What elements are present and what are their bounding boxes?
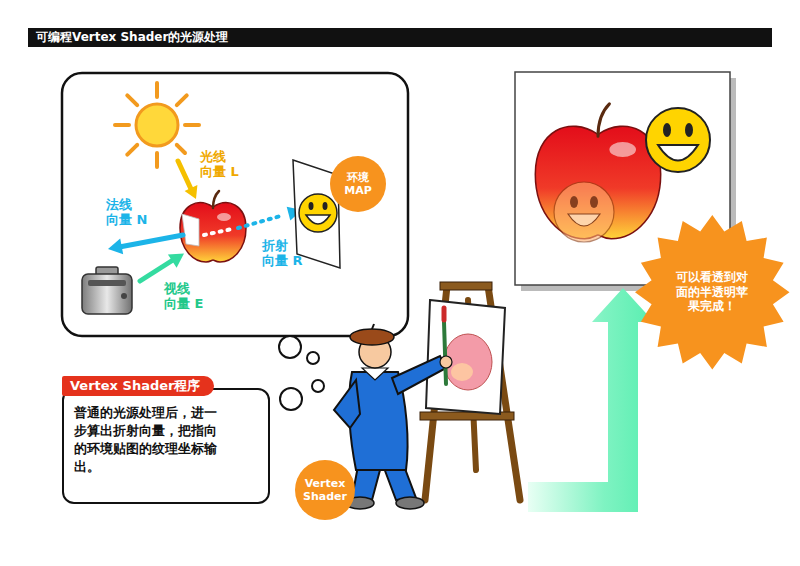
panel-heading: Vertex Shader程序 bbox=[62, 376, 214, 396]
painter-figure bbox=[350, 329, 394, 345]
text-wrap: 环境 MAP bbox=[330, 156, 386, 212]
thought-bubble bbox=[62, 73, 408, 410]
sun-icon bbox=[177, 95, 187, 105]
result-picture bbox=[685, 123, 693, 137]
vector-label: 法线 向量 N bbox=[106, 197, 148, 228]
sun-icon bbox=[136, 104, 178, 146]
thought-bubble bbox=[280, 388, 302, 410]
refraction-vector-arrow bbox=[204, 207, 302, 235]
title-text: 可编程Vertex Shader的光源处理 bbox=[36, 29, 228, 46]
environment-map-sheet bbox=[323, 202, 328, 210]
apple-icon bbox=[182, 214, 199, 246]
camera-icon bbox=[88, 280, 126, 286]
painter-figure bbox=[392, 356, 446, 394]
apple-icon bbox=[180, 203, 246, 262]
view-vector-arrow bbox=[168, 254, 184, 268]
painter-figure bbox=[440, 356, 452, 368]
normal-vector-arrow bbox=[108, 235, 183, 254]
painter-figure bbox=[396, 497, 424, 509]
environment-map-sheet bbox=[306, 215, 330, 224]
normal-vector-arrow bbox=[108, 239, 123, 255]
thought-bubble bbox=[62, 73, 408, 336]
painter-figure bbox=[384, 466, 416, 500]
easel bbox=[420, 282, 520, 500]
vector-label: 视线 向量 E bbox=[164, 281, 206, 312]
painter-figure bbox=[362, 368, 388, 380]
badge-text: 可以看透到对面的半透明苹果完成！ bbox=[675, 270, 749, 313]
vector-label: 光线 向量 L bbox=[200, 149, 242, 180]
result-picture bbox=[570, 196, 578, 208]
light-vector-arrow bbox=[178, 161, 191, 189]
badge-text: 环境 MAP bbox=[339, 171, 376, 197]
circle-fill bbox=[330, 156, 386, 212]
result-picture bbox=[554, 182, 614, 242]
result-picture bbox=[609, 142, 636, 157]
sun-icon bbox=[127, 95, 137, 105]
panel-body: 普通的光源处理后，进一步算出折射向量，把指向的环境贴图的纹理坐标输出。 bbox=[74, 404, 229, 477]
thought-bubble bbox=[279, 336, 301, 358]
environment-map-sheet bbox=[309, 202, 314, 210]
view-vector-arrow bbox=[140, 254, 184, 282]
apple-icon bbox=[217, 213, 231, 221]
apple-icon bbox=[180, 191, 246, 262]
refraction-vector-arrow bbox=[238, 215, 284, 228]
starburst-fill bbox=[635, 215, 790, 369]
camera-icon bbox=[121, 293, 127, 299]
refraction-vector-arrow bbox=[204, 229, 232, 235]
canvas-painting bbox=[451, 363, 473, 381]
camera-icon bbox=[82, 274, 132, 314]
painter-figure bbox=[334, 380, 360, 428]
result-picture bbox=[658, 145, 698, 161]
apple-icon bbox=[213, 191, 219, 208]
environment-map-sheet bbox=[299, 194, 337, 232]
text-wrap: Vertex Shader bbox=[295, 460, 355, 520]
result-picture bbox=[590, 196, 598, 208]
panel-box: 普通的光源处理后，进一步算出折射向量，把指向的环境贴图的纹理坐标输出。 bbox=[62, 388, 270, 504]
result-picture bbox=[663, 123, 671, 137]
normal-vector-arrow bbox=[122, 235, 183, 247]
vector-label: 折射 向量 R bbox=[262, 238, 304, 269]
result-picture bbox=[598, 104, 609, 136]
thought-bubble bbox=[312, 380, 324, 392]
sun-icon bbox=[115, 83, 199, 167]
light-vector-arrow bbox=[178, 161, 197, 199]
result-starburst: 可以看透到对面的半透明苹果完成！ bbox=[635, 215, 790, 370]
shader-badge: Vertex Shader bbox=[295, 460, 355, 520]
map-badge: 环境 MAP bbox=[330, 156, 386, 212]
painter-figure bbox=[352, 466, 380, 500]
result-picture bbox=[646, 108, 710, 172]
painter-figure bbox=[372, 324, 374, 329]
sun-icon bbox=[115, 123, 129, 127]
result-picture bbox=[568, 214, 600, 226]
sun-icon bbox=[185, 123, 199, 127]
view-vector-arrow bbox=[140, 260, 173, 281]
sun-icon bbox=[127, 145, 137, 155]
title-bar bbox=[28, 28, 772, 47]
circle-fill bbox=[295, 460, 355, 520]
thought-bubble bbox=[307, 352, 319, 364]
badge-text: Vertex Shader bbox=[300, 477, 351, 503]
painter-figure bbox=[442, 308, 447, 320]
sun-icon bbox=[155, 153, 159, 167]
sun-icon bbox=[177, 145, 185, 153]
text-wrap: 可以看透到对面的半透明苹果完成！ bbox=[635, 215, 790, 370]
result-arrow bbox=[528, 288, 654, 512]
easel bbox=[440, 282, 492, 290]
light-vector-arrow bbox=[185, 185, 198, 199]
sun-icon bbox=[155, 83, 159, 97]
program-note: Vertex Shader程序普通的光源处理后，进一步算出折射向量，把指向的环境… bbox=[62, 376, 270, 504]
painter-figure bbox=[444, 322, 446, 384]
camera-icon bbox=[82, 267, 132, 314]
